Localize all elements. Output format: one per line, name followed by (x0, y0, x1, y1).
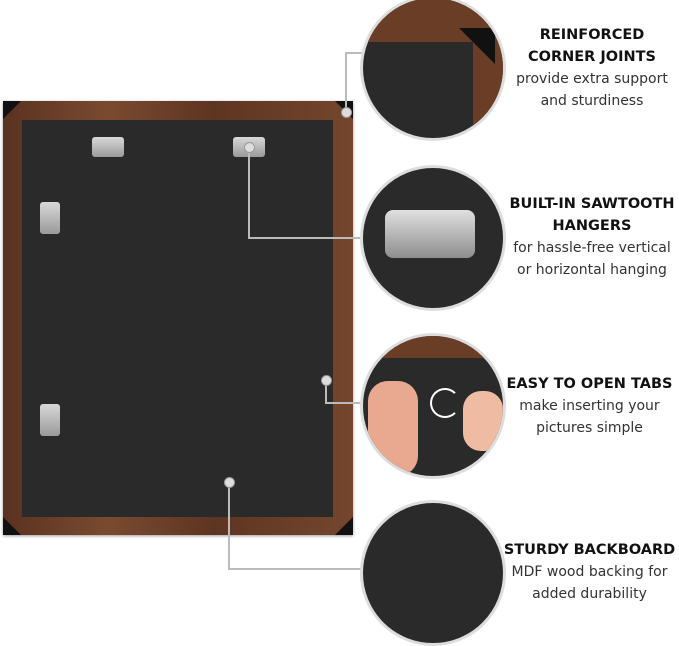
connector-line (345, 52, 347, 112)
feature-description: make inserting your pictures simple (519, 398, 660, 436)
backboard (22, 120, 333, 517)
connector-line (248, 237, 363, 239)
feature-corner-joints: REINFORCED CORNER JOINTS provide extra s… (505, 24, 679, 112)
feature-title: STURDY BACKBOARD (503, 542, 676, 558)
callout-dot (244, 142, 255, 153)
feature-backboard: STURDY BACKBOARD MDF wood backing for ad… (500, 539, 679, 605)
hanger-detail-image (360, 165, 506, 311)
feature-title: EASY TO OPEN TABS (506, 376, 673, 392)
sawtooth-hanger (40, 404, 60, 436)
connector-line (248, 147, 250, 238)
rotate-icon (430, 388, 460, 418)
feature-title: BUILT-IN SAWTOOTH HANGERS (509, 196, 675, 234)
feature-description: provide extra support and sturdiness (516, 71, 668, 109)
connector-line (345, 52, 363, 54)
feature-open-tabs: EASY TO OPEN TABS make inserting your pi… (500, 373, 679, 439)
feature-title: REINFORCED CORNER JOINTS (528, 27, 656, 65)
connector-line (325, 402, 363, 404)
callout-dot (224, 477, 235, 488)
sawtooth-hanger (92, 137, 124, 157)
corner-detail-image (360, 0, 506, 141)
tabs-detail-image (360, 333, 506, 479)
feature-description: MDF wood backing for added durability (511, 564, 668, 602)
connector-line (325, 380, 327, 403)
callout-dot (321, 375, 332, 386)
connector-line (228, 568, 363, 570)
sawtooth-hanger (40, 202, 60, 234)
feature-sawtooth-hangers: BUILT-IN SAWTOOTH HANGERS for hassle-fre… (505, 193, 679, 281)
callout-dot (341, 107, 352, 118)
connector-line (228, 482, 230, 569)
backboard-detail-image (360, 500, 506, 646)
feature-description: for hassle-free vertical or horizontal h… (513, 240, 671, 278)
